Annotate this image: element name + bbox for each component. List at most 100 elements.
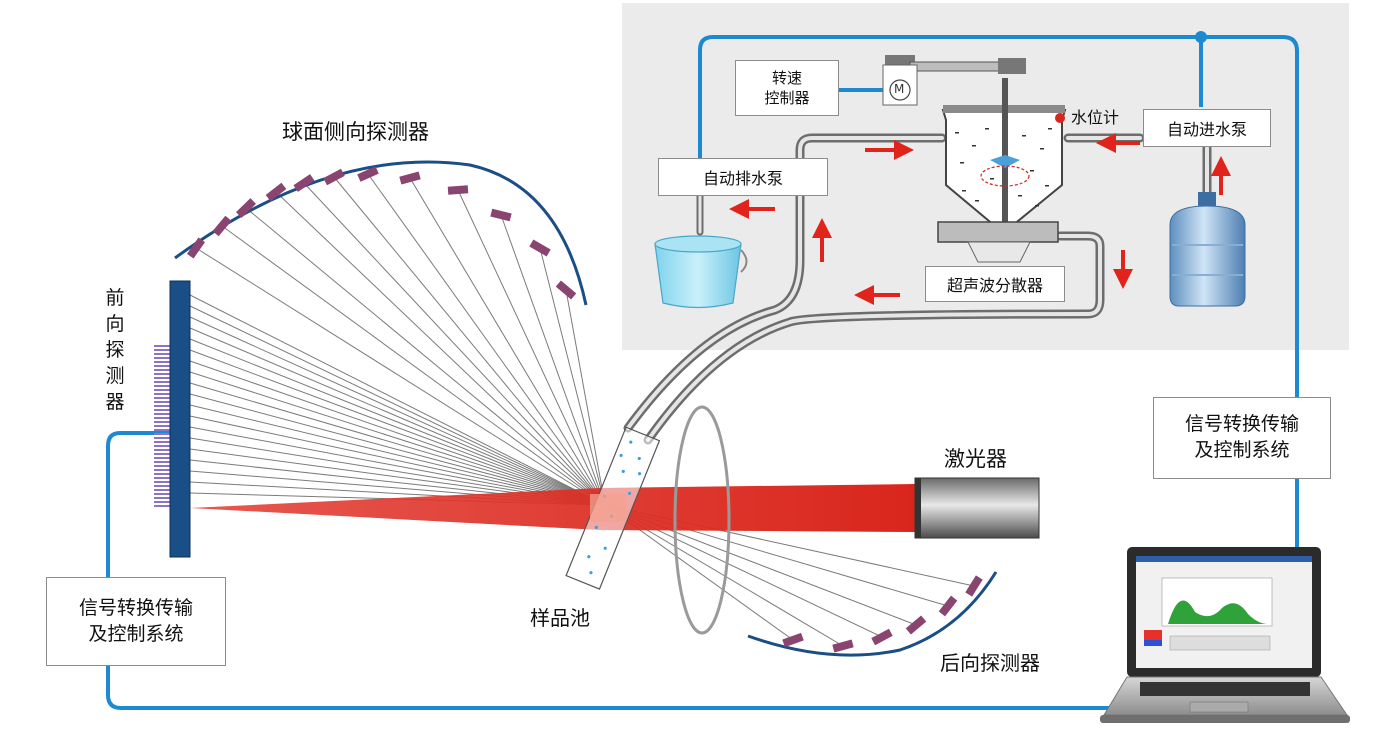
back-detector-element (905, 615, 927, 635)
side-detector-element (357, 166, 379, 182)
front-detector-ring (154, 417, 170, 419)
mixing-tank (941, 78, 1067, 235)
scatter-ray (195, 247, 606, 506)
scatter-ray (189, 349, 606, 506)
front-detector-ring (154, 481, 170, 483)
scatter-spot (590, 494, 626, 522)
circulation-pipes (623, 133, 1212, 445)
front-detector-ring (154, 361, 170, 363)
signal-system-left-line2: 及控制系统 (88, 622, 184, 645)
scatter-ray (189, 305, 606, 506)
front-detector-ring (154, 497, 170, 499)
particle-dot (589, 571, 593, 575)
scatter-ray (189, 371, 606, 506)
particle-dot (629, 440, 633, 444)
front-detector-ring (154, 397, 170, 399)
scatter-ray (500, 214, 606, 506)
particle-dot (594, 525, 598, 530)
front-detector-ring (154, 409, 170, 411)
side-detector-element (529, 239, 551, 257)
scatter-ray (189, 415, 606, 506)
particle-dot (621, 469, 625, 474)
front-detector-ring (154, 381, 170, 383)
inlet-pump-label: 自动进水泵 (1166, 120, 1247, 139)
side-detector-label: 球面侧向探测器 (282, 120, 429, 144)
front-detector-ring (154, 405, 170, 407)
front-detector-ring (154, 353, 170, 355)
front-detector-ring (154, 505, 170, 507)
tank-particle (960, 162, 964, 164)
drain-pump-box: 自动排水泵 (658, 158, 828, 196)
tank-particle (972, 145, 976, 147)
front-detector-ring (154, 357, 170, 359)
side-detector-element (186, 237, 206, 259)
side-detector-element (265, 182, 287, 202)
front-detector-ring (154, 449, 170, 451)
scatter-ray (333, 176, 606, 506)
laser-label: 激光器 (944, 447, 1007, 471)
front-detector-ring (154, 425, 170, 427)
scatter-ray (189, 382, 606, 506)
laptop-computer (1100, 547, 1350, 723)
laser-body (914, 477, 1040, 539)
tank-particle (1022, 135, 1026, 137)
front-detector-ring (154, 441, 170, 443)
particle-dot (587, 555, 591, 559)
drain-pump-label: 自动排水泵 (702, 169, 783, 188)
scatter-ray (275, 191, 606, 506)
front-detector-ring (154, 369, 170, 371)
side-detector-element (293, 174, 315, 192)
back-detector-element (832, 639, 854, 653)
front-detector-ring (154, 489, 170, 491)
ultrasonic-disperser-body (937, 221, 1059, 263)
laser-beam (190, 484, 915, 532)
water-bottle (1169, 192, 1246, 307)
particle-dot (637, 456, 641, 461)
scatter-ray (221, 225, 606, 506)
side-detector-element (399, 171, 421, 185)
front-detector-ring (154, 389, 170, 391)
tank-particle (1018, 195, 1022, 197)
front-detector-ring (154, 393, 170, 395)
particle-dot (638, 472, 642, 476)
stirrer-motor (882, 55, 1026, 106)
scatter-ray (189, 393, 606, 506)
front-detector-ring (154, 445, 170, 447)
front-detector-ring (154, 457, 170, 459)
front-detector-ring (154, 453, 170, 455)
tank-particle (990, 178, 994, 180)
particle-dot (619, 453, 623, 458)
scatter-ray (303, 182, 606, 506)
back-detector-arc (747, 571, 998, 657)
tank-particle (1048, 128, 1052, 130)
particle-dot (627, 491, 632, 495)
motor-symbol: M (894, 82, 905, 96)
front-detector-ring (154, 485, 170, 487)
tank-particle (1040, 148, 1044, 150)
fourier-lens (673, 405, 731, 635)
inlet-pump-box: 自动进水泵 (1143, 109, 1271, 147)
ultrasonic-label: 超声波分散器 (946, 276, 1043, 295)
front-detector-ring (154, 493, 170, 495)
back-detector-element (871, 628, 893, 646)
front-detector-ring (154, 433, 170, 435)
front-detector-ring (154, 461, 170, 463)
side-detector-element (490, 208, 512, 222)
front-detector-ring (154, 469, 170, 471)
front-detector-ring (154, 401, 170, 403)
front-detector-ring (154, 501, 170, 503)
speed-controller-box: 转速 控制器 (735, 60, 839, 116)
front-detector-label: 前向探测器 (105, 287, 125, 413)
side-detector-element (212, 215, 232, 237)
side-detector-element (555, 280, 577, 300)
scatter-ray (189, 294, 606, 506)
tank-particle (975, 200, 979, 202)
ultrasonic-box: 超声波分散器 (925, 266, 1065, 302)
signal-system-left-line1: 信号转换传输 (78, 596, 193, 619)
signal-system-right-line1: 信号转换传输 (1184, 413, 1299, 436)
front-detector-ring (154, 385, 170, 387)
front-detector-comb (154, 345, 170, 507)
tank-particle (1035, 205, 1039, 207)
sample-cell-label: 样品池 (530, 606, 590, 630)
